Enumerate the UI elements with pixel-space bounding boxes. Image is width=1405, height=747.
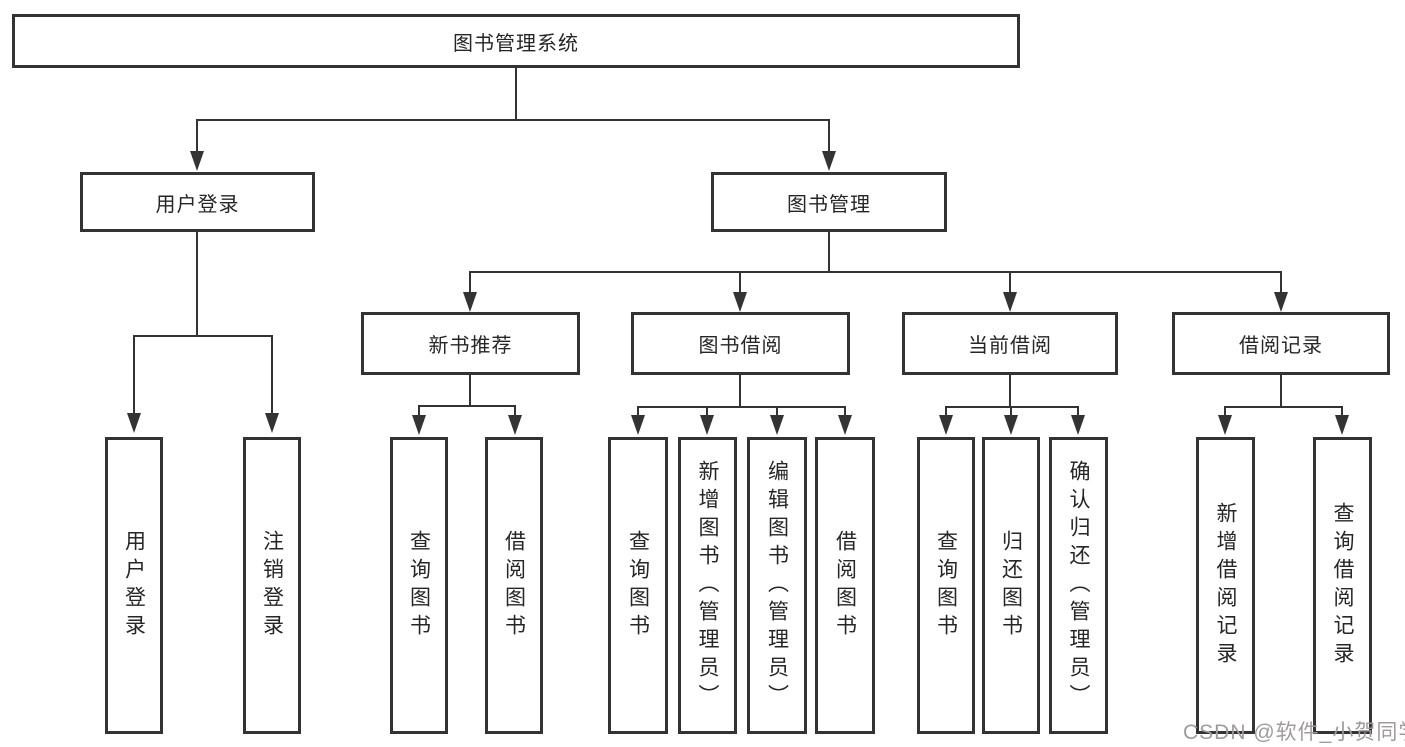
- connector-groupD-down: [1280, 375, 1282, 407]
- arrow-down-icon: [265, 413, 279, 433]
- connector-leaf-stem: [271, 335, 273, 414]
- node-user-login: 用户登录: [80, 172, 315, 232]
- leaf-query-books-borrow: 查询图书: [608, 437, 668, 734]
- arrow-down-icon: [508, 415, 522, 435]
- leaf-add-borrow-record: 新增借阅记录: [1196, 437, 1255, 734]
- leaf-borrow-books-recommend: 借阅图书: [485, 437, 543, 734]
- connector-user-login-down: [196, 232, 198, 336]
- connector-leaf-stem: [1224, 406, 1226, 417]
- connector-leaf-stem: [706, 406, 708, 417]
- connector-leaf-stem: [776, 406, 778, 417]
- leaf-borrow-books: 借阅图书: [815, 437, 875, 734]
- connector-user-login-rail: [133, 335, 273, 337]
- node-library-system: 图书管理系统: [12, 14, 1020, 68]
- connector-level3-stem: [1009, 271, 1011, 294]
- arrow-down-icon: [733, 292, 747, 312]
- connector-groupC-rail: [945, 406, 1079, 408]
- leaf-logout: 注销登录: [243, 437, 301, 734]
- connector-leaf-stem: [418, 405, 420, 417]
- connector-user-login-stem: [196, 119, 198, 153]
- arrow-down-icon: [1335, 415, 1349, 435]
- arrow-down-icon: [700, 415, 714, 435]
- connector-book-mgmt-down: [828, 232, 830, 272]
- node-book-management: 图书管理: [711, 172, 947, 232]
- connector-leaf-stem: [1077, 406, 1079, 417]
- watermark: CSDN @软件_小贺同学: [1183, 721, 1405, 744]
- node-borrow-records: 借阅记录: [1172, 312, 1390, 375]
- leaf-return-books: 归还图书: [982, 437, 1040, 734]
- connector-level3-stem: [469, 271, 471, 294]
- node-new-book-recommend: 新书推荐: [361, 312, 580, 375]
- connector-level2-rail: [196, 119, 830, 121]
- connector-leaf-stem: [945, 406, 947, 417]
- connector-level3-stem: [739, 271, 741, 294]
- leaf-confirm-return-admin: 确认归还（管理员）: [1049, 437, 1108, 734]
- leaf-query-books-recommend: 查询图书: [390, 437, 448, 734]
- connector-groupA-down: [469, 375, 471, 406]
- leaf-query-books-current: 查询图书: [917, 437, 975, 734]
- connector-leaf-stem: [637, 406, 639, 417]
- connector-groupA-rail: [418, 405, 516, 407]
- arrow-down-icon: [838, 415, 852, 435]
- arrow-down-icon: [822, 151, 836, 171]
- connector-groupD-rail: [1224, 406, 1343, 408]
- leaf-edit-books-admin: 编辑图书（管理员）: [747, 437, 807, 734]
- node-book-borrow: 图书借阅: [631, 312, 850, 375]
- connector-groupC-down: [1009, 375, 1011, 407]
- leaf-query-borrow-record: 查询借阅记录: [1313, 437, 1372, 734]
- arrow-down-icon: [631, 415, 645, 435]
- connector-root-stem: [515, 68, 517, 120]
- arrow-down-icon: [939, 415, 953, 435]
- arrow-down-icon: [1218, 415, 1232, 435]
- arrow-down-icon: [1274, 292, 1288, 312]
- connector-groupB-down: [739, 375, 741, 407]
- connector-groupB-rail: [637, 406, 846, 408]
- arrow-down-icon: [190, 151, 204, 171]
- leaf-add-books-admin: 新增图书（管理员）: [678, 437, 737, 734]
- connector-leaf-stem: [514, 405, 516, 417]
- node-current-borrow: 当前借阅: [902, 312, 1118, 375]
- arrow-down-icon: [1003, 292, 1017, 312]
- arrow-down-icon: [1071, 415, 1085, 435]
- arrow-down-icon: [127, 413, 141, 433]
- connector-leaf-stem: [133, 335, 135, 414]
- arrow-down-icon: [770, 415, 784, 435]
- connector-level3-stem: [1280, 271, 1282, 294]
- arrow-down-icon: [1004, 415, 1018, 435]
- connector-leaf-stem: [1341, 406, 1343, 417]
- connector-book-mgmt-stem: [828, 119, 830, 153]
- arrow-down-icon: [463, 292, 477, 312]
- connector-leaf-stem: [1010, 406, 1012, 417]
- arrow-down-icon: [412, 415, 426, 435]
- leaf-user-login: 用户登录: [105, 437, 163, 734]
- connector-level3-rail: [469, 271, 1282, 273]
- connector-leaf-stem: [844, 406, 846, 417]
